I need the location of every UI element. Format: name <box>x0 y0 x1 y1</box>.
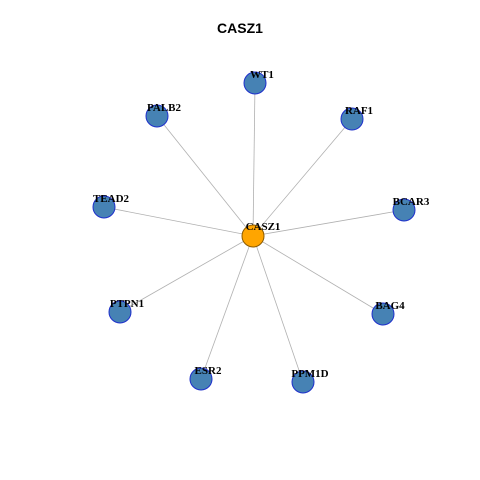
label-esr2: ESR2 <box>195 365 222 377</box>
label-wt1: WT1 <box>250 69 274 81</box>
node-bag4 <box>371 302 395 326</box>
edge-esr2 <box>200 235 254 380</box>
label-ptpn1: PTPN1 <box>110 298 144 310</box>
label-palb2: PALB2 <box>147 102 182 114</box>
edges-layer <box>103 82 405 383</box>
node-wt1 <box>243 71 267 95</box>
node-raf1 <box>340 107 364 131</box>
edge-bcar3 <box>252 209 405 237</box>
edge-bag4 <box>252 235 384 315</box>
label-bag4: BAG4 <box>375 300 405 312</box>
edge-ptpn1 <box>119 235 254 313</box>
nodes-layer <box>92 71 416 394</box>
label-ppm1d: PPM1D <box>291 368 328 380</box>
node-center <box>241 224 265 248</box>
edge-tead2 <box>103 206 254 237</box>
edge-ppm1d <box>252 235 304 383</box>
node-bcar3 <box>392 198 416 222</box>
node-esr2 <box>189 367 213 391</box>
label-center: CASZ1 <box>246 221 281 233</box>
graph-title: CASZ1 <box>217 20 263 36</box>
label-tead2: TEAD2 <box>93 193 130 205</box>
node-tead2 <box>92 195 116 219</box>
edge-raf1 <box>252 118 353 237</box>
edge-wt1 <box>252 82 256 237</box>
node-ptpn1 <box>108 300 132 324</box>
label-bcar3: BCAR3 <box>393 196 430 208</box>
node-palb2 <box>145 104 169 128</box>
node-ppm1d <box>291 370 315 394</box>
edge-palb2 <box>156 115 254 237</box>
label-raf1: RAF1 <box>345 105 373 117</box>
